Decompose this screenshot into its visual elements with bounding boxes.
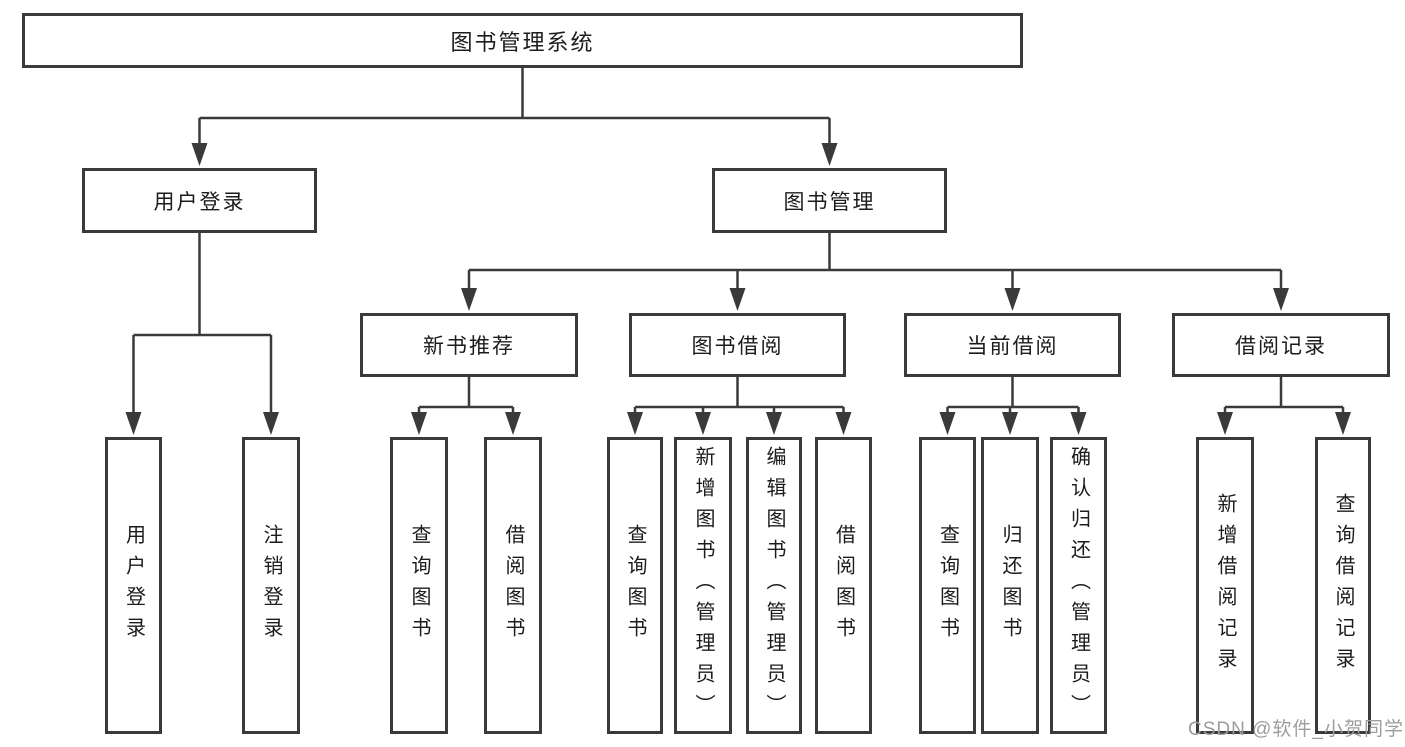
leaf-label: 查询图书 (408, 523, 430, 648)
leaf-query-books-newbook: 查询图书 (390, 437, 448, 734)
leaf-edit-books-admin: 编辑图书（管理员） (746, 437, 802, 734)
node-library-management-system: 图书管理系统 (22, 13, 1023, 68)
leaf-label: 新增借阅记录 (1214, 492, 1236, 679)
leaf-label: 查询图书 (624, 523, 646, 648)
node-label: 新书推荐 (423, 335, 515, 358)
node-book-borrowing: 图书借阅 (629, 313, 846, 377)
node-label: 图书管理系统 (450, 29, 595, 55)
node-label: 图书借阅 (691, 335, 784, 358)
node-current-borrowing: 当前借阅 (904, 313, 1121, 377)
node-new-book-recommend: 新书推荐 (360, 313, 578, 377)
leaf-label: 查询图书 (936, 523, 959, 648)
node-label: 用户登录 (153, 190, 246, 214)
leaf-label: 确认归还（管理员） (1067, 446, 1090, 725)
leaf-label: 用户登录 (122, 523, 145, 648)
leaf-label: 新增图书（管理员） (692, 446, 714, 725)
node-user-login: 用户登录 (82, 168, 317, 233)
leaf-add-books-admin: 新增图书（管理员） (674, 437, 732, 734)
leaf-return-books: 归还图书 (981, 437, 1039, 734)
node-label: 图书管理 (783, 190, 876, 214)
leaf-add-borrow-record: 新增借阅记录 (1196, 437, 1254, 734)
leaf-label: 借阅图书 (502, 523, 524, 648)
watermark-text: CSDN @软件_小贺同学 (1188, 719, 1404, 740)
leaf-borrow-books-newbook: 借阅图书 (484, 437, 542, 734)
leaf-confirm-return-admin: 确认归还（管理员） (1050, 437, 1107, 734)
leaf-query-books-borrowing: 查询图书 (607, 437, 663, 734)
node-label: 借阅记录 (1235, 335, 1327, 358)
leaf-logout: 注销登录 (242, 437, 300, 734)
leaf-query-borrow-record: 查询借阅记录 (1315, 437, 1371, 734)
leaf-label: 编辑图书（管理员） (763, 446, 785, 725)
node-borrowing-records: 借阅记录 (1172, 313, 1390, 377)
leaf-borrow-books: 借阅图书 (815, 437, 872, 734)
leaf-label: 查询借阅记录 (1332, 492, 1354, 679)
leaf-user-login: 用户登录 (105, 437, 162, 734)
leaf-label: 归还图书 (999, 523, 1021, 648)
node-book-management: 图书管理 (712, 168, 947, 233)
leaf-query-books-current: 查询图书 (919, 437, 976, 734)
node-label: 当前借阅 (966, 335, 1059, 358)
leaf-label: 注销登录 (260, 523, 282, 648)
leaf-label: 借阅图书 (832, 523, 855, 648)
